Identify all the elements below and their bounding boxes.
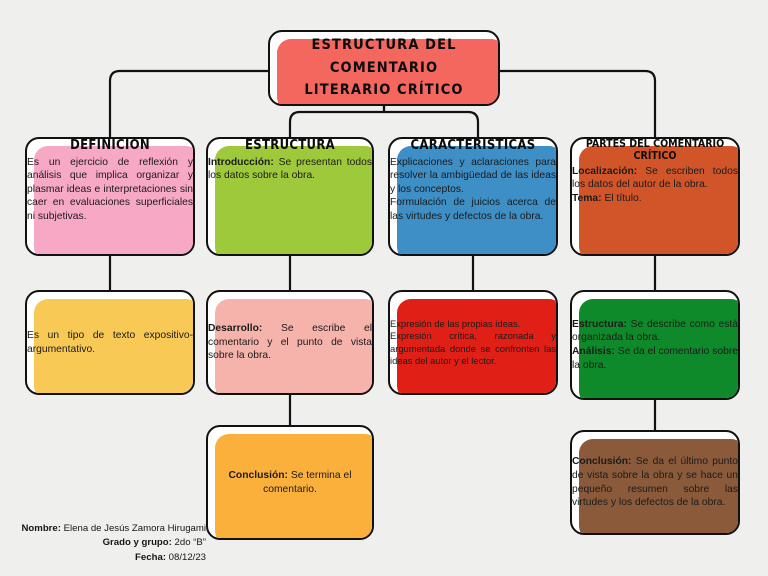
node-caracteristicas-title: CARACTERÍSTICAS (410, 138, 536, 153)
node-desarrollo-text: Se escribe el comentario y el punto de v… (208, 323, 372, 362)
node-conclusion-partes[interactable]: Conclusión: Se da el último punto de vis… (570, 430, 740, 535)
footer-name-row: Nombre: Elena de Jesús Zamora Hirugami (0, 522, 207, 536)
footer-student-info: Nombre: Elena de Jesús Zamora Hirugami G… (0, 522, 207, 565)
node-estructura[interactable]: ESTRUCTURA Introducción: Se presentan to… (206, 137, 374, 256)
node-estructura-title: ESTRUCTURA (244, 138, 335, 153)
node-partes-child-text-2: Se da el comentario sobre la obra. (572, 346, 738, 371)
root-node-title: ESTRUCTURA DEL COMENTARIO LITERARIO CRÍT… (270, 32, 498, 104)
footer-name-value: Elena de Jesús Zamora Hirugami (60, 523, 206, 534)
node-caracteristicas-child-body: Expresión de las propias ideas. Expresió… (390, 317, 556, 366)
node-partes[interactable]: PARTES DEL COMENTARIO CRÍTICO Localizaci… (570, 137, 740, 256)
link-root-middle-split (288, 110, 480, 137)
node-partes-title: PARTES DEL COMENTARIO CRÍTICO (585, 138, 725, 162)
node-desarrollo[interactable]: Desarrollo: Se escribe el comentario y e… (206, 290, 374, 395)
node-desarrollo-body: Desarrollo: Se escribe el comentario y e… (208, 292, 372, 393)
node-conclusion-partes-label: Conclusión: (572, 456, 632, 468)
node-conclusion-estructura-body: Conclusión: Se termina el comentario. (208, 427, 372, 538)
node-partes-body: Localización: Se escriben todos los dato… (572, 165, 738, 254)
node-partes-child-label-1: Estructura: (572, 318, 627, 330)
node-conclusion-partes-body: Conclusión: Se da el último punto de vis… (572, 432, 738, 533)
node-partes-text-2: El título. (601, 192, 642, 204)
footer-grade-row: Grado y grupo: 2do “B” (0, 536, 206, 550)
node-conclusion-estructura[interactable]: Conclusión: Se termina el comentario. (206, 425, 374, 540)
node-caracteristicas-child[interactable]: Expresión de las propias ideas. Expresió… (388, 290, 558, 395)
root-node-estructura-del-comentario[interactable]: ESTRUCTURA DEL COMENTARIO LITERARIO CRÍT… (268, 30, 500, 106)
node-partes-child-text-1: Se describe como está organizada la obra… (572, 318, 738, 344)
node-partes-child-body: Estructura: Se describe como está organi… (572, 292, 738, 398)
node-conclusion-estructura-text: Se termina el comentario. (263, 469, 352, 495)
node-partes-label-2: Tema: (572, 192, 602, 204)
link-root-definicion (108, 69, 268, 137)
node-conclusion-estructura-label: Conclusión: (228, 469, 288, 481)
node-definicion-child[interactable]: Es un tipo de texto expositivo-argumenta… (25, 290, 195, 395)
node-caracteristicas[interactable]: CARACTERÍSTICAS Explicaciones y aclaraci… (388, 137, 558, 256)
root-title-line2: LITERARIO CRÍTICO (304, 82, 464, 99)
node-definicion-title: DEFINICIÓN (70, 138, 150, 153)
node-partes-child-label-2: Análisis: (572, 346, 615, 357)
node-estructura-label: Introducción: (208, 156, 274, 168)
node-partes-label-1: Localización: (572, 165, 638, 177)
footer-grade-value: 2do “B” (171, 537, 206, 549)
node-estructura-text: Se presentan todos los datos sobre la ob… (208, 156, 372, 182)
footer-date-label: Fecha: (135, 551, 166, 563)
node-definicion[interactable]: DEFINICIÓN Es un ejercicio de reflexión … (25, 137, 195, 256)
node-partes-child[interactable]: Estructura: Se describe como está organi… (570, 290, 740, 400)
footer-name-label: Nombre: (21, 523, 61, 534)
node-caracteristicas-body: Explicaciones y aclaraciones para resolv… (390, 156, 556, 222)
node-partes-text-1: Se escriben todos los datos del autor de… (572, 165, 738, 191)
footer-grade-label: Grado y grupo: (102, 537, 172, 549)
node-definicion-body: Es un ejercicio de reflexión y análisis … (27, 156, 193, 222)
link-root-partes (500, 69, 657, 137)
node-conclusion-partes-text: Se da el último punto de vista sobre la … (572, 456, 738, 509)
footer-date-row: Fecha: 08/12/23 (0, 551, 206, 565)
footer-date-value: 08/12/23 (165, 551, 206, 563)
node-estructura-body: Introducción: Se presentan todos los dat… (208, 156, 372, 254)
node-definicion-child-body: Es un tipo de texto expositivo-argumenta… (27, 329, 193, 355)
node-desarrollo-label: Desarrollo: (208, 323, 263, 335)
root-title-line1: ESTRUCTURA DEL COMENTARIO (311, 37, 457, 76)
